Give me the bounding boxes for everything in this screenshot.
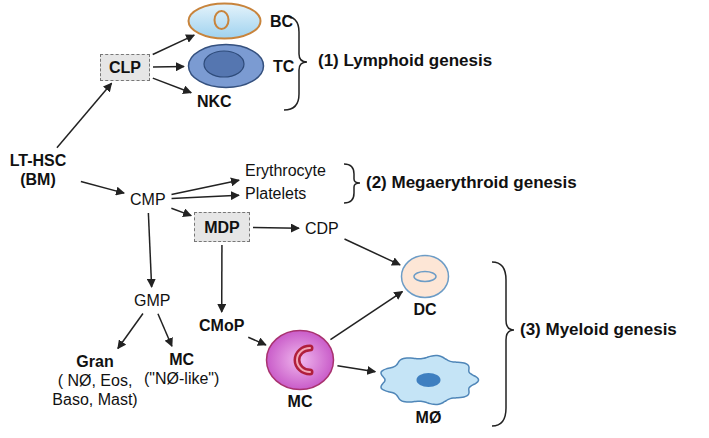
cell-drawing: [187, 43, 265, 89]
node-text: NKC: [197, 92, 232, 111]
group-label: (2) Megaerythroid genesis: [366, 173, 577, 193]
node-text: MDP: [204, 218, 240, 237]
cell-node: TC: [187, 43, 265, 89]
node-text: ( NØ, Eos, Baso, Mast): [48, 371, 142, 409]
cell-node: MØ: [376, 353, 481, 407]
lineage-arrow: [148, 213, 151, 287]
lineage-arrow: [330, 292, 402, 340]
lineage-arrow: [153, 35, 194, 54]
cell-stage-label: Gran( NØ, Eos, Baso, Mast): [45, 351, 145, 410]
lineage-arrow: [171, 208, 191, 215]
node-text: LT-HSC (BM): [1, 151, 75, 189]
lineage-arrow: [171, 180, 239, 194]
cell-stage-label: LT-HSC (BM): [0, 150, 78, 190]
group-bracket: [344, 164, 360, 203]
cell-stage-label: NKC: [194, 91, 235, 112]
node-text: MC: [288, 392, 313, 411]
lineage-arrow: [248, 337, 266, 345]
node-text: CMP: [130, 190, 166, 209]
node-text: DC: [413, 300, 436, 319]
node-text: MC: [144, 350, 219, 369]
group-label: (1) Lymphoid genesis: [318, 51, 492, 71]
node-text: BC: [270, 12, 293, 31]
cell-node: DC: [400, 254, 450, 299]
node-text: TC: [273, 57, 294, 76]
cell-stage-label: MC("NØ-like"): [141, 349, 222, 389]
lineage-arrow: [158, 314, 172, 346]
cell-stage-label: CDP: [302, 218, 342, 239]
lineage-arrow: [153, 78, 191, 93]
node-text: ("NØ-like"): [144, 369, 219, 388]
lineage-arrow: [81, 182, 124, 194]
lineage-arrow: [345, 239, 401, 265]
node-text: GMP: [134, 291, 170, 310]
lineage-arrow: [253, 227, 299, 229]
cell-stage-label: Platelets: [242, 183, 309, 204]
lineage-arrow: [337, 366, 375, 372]
node-text: CLP: [109, 58, 141, 77]
cell-drawing: [187, 2, 262, 40]
lineage-arrow: [118, 313, 143, 348]
group-label: (3) Myeloid genesis: [520, 320, 677, 340]
cell-stage-label: Erythrocyte: [242, 160, 329, 181]
lineage-arrow: [221, 245, 223, 312]
node-text: MØ: [416, 408, 442, 427]
node-text: CMoP: [199, 316, 244, 335]
cell-stage-label: CMoP: [196, 315, 247, 336]
cell-node: MC: [265, 329, 335, 391]
node-text: CDP: [305, 219, 339, 238]
node-text: Gran: [48, 352, 142, 371]
node-text: Erythrocyte: [245, 161, 326, 180]
group-bracket: [492, 262, 514, 426]
lineage-arrow: [172, 195, 239, 198]
cell-drawing: [265, 329, 335, 391]
progenitor-box: MDP: [194, 212, 250, 242]
cell-node: BC: [187, 2, 262, 40]
lineage-arrow: [57, 83, 112, 147]
cell-stage-label: GMP: [131, 290, 173, 311]
cell-stage-label: CMP: [127, 189, 169, 210]
progenitor-box: CLP: [100, 54, 150, 81]
lineage-arrow: [153, 66, 184, 68]
node-text: Platelets: [245, 184, 306, 203]
cell-drawing: [400, 254, 450, 299]
cell-drawing: [376, 353, 481, 407]
